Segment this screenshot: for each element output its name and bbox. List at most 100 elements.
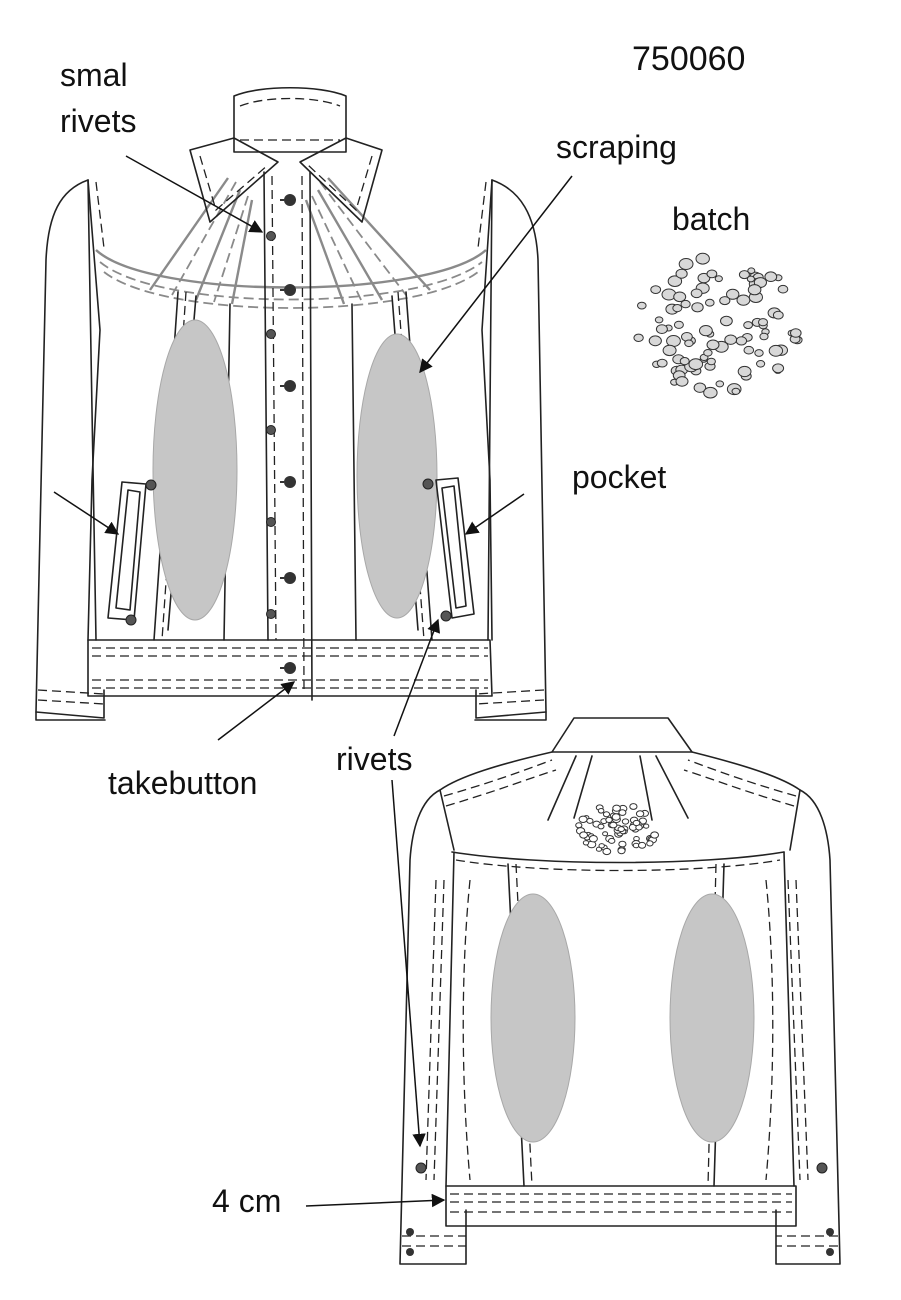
bead — [588, 835, 598, 843]
bead — [656, 358, 668, 368]
bead — [618, 840, 627, 848]
bead — [675, 376, 689, 387]
label-takebutton: takebutton — [108, 765, 257, 801]
bead — [724, 334, 738, 345]
bead — [706, 339, 720, 351]
bead — [737, 365, 752, 378]
batch-bead-cluster — [633, 252, 803, 399]
label-scraping: scraping — [556, 129, 677, 165]
bead — [790, 328, 802, 338]
bead — [747, 284, 762, 296]
bead — [678, 258, 694, 270]
bead — [637, 301, 647, 310]
bead — [662, 344, 677, 357]
bead — [726, 288, 740, 300]
bead — [756, 360, 766, 368]
callout-arrows — [53, 155, 573, 1208]
front-small-rivets — [266, 231, 276, 619]
bead — [691, 302, 704, 313]
bead — [703, 349, 713, 357]
bead — [609, 821, 618, 829]
bead — [605, 816, 613, 824]
back-bead-cluster — [575, 803, 659, 856]
bead — [758, 318, 768, 327]
bead — [578, 815, 588, 823]
bead — [638, 841, 647, 849]
bead — [695, 252, 710, 265]
bead — [699, 325, 713, 337]
bead — [672, 304, 683, 313]
bead — [764, 271, 778, 283]
bead — [675, 268, 688, 279]
bead — [759, 332, 769, 341]
bead — [597, 808, 605, 814]
bead — [602, 847, 612, 856]
bead — [706, 357, 716, 366]
bead — [720, 315, 733, 327]
bead — [673, 320, 684, 329]
bead — [754, 349, 764, 357]
bead — [738, 270, 750, 280]
bead — [706, 269, 718, 279]
bead — [772, 310, 784, 320]
bead — [768, 344, 784, 357]
bead — [602, 831, 609, 837]
bead — [646, 840, 654, 847]
bead — [612, 804, 621, 812]
front-buttons — [280, 194, 296, 674]
bead — [632, 819, 641, 827]
bead — [777, 284, 789, 294]
scraping-left — [152, 319, 238, 621]
bead — [608, 837, 616, 844]
bead — [679, 357, 690, 366]
back-view-jacket — [399, 717, 841, 1265]
bead — [705, 298, 715, 307]
scraping-back-left — [490, 893, 576, 1143]
bead — [621, 818, 630, 825]
bead — [650, 285, 662, 295]
bead — [582, 840, 590, 846]
bead — [618, 809, 627, 816]
bead — [747, 267, 756, 275]
bead — [690, 288, 703, 299]
label-pocket: pocket — [572, 459, 666, 495]
bead — [635, 810, 645, 818]
bead — [650, 831, 659, 839]
bead — [743, 345, 755, 355]
bead — [735, 336, 748, 346]
label-small-rivets-line2: rivets — [60, 103, 136, 139]
bead — [731, 387, 741, 395]
bead — [673, 291, 687, 303]
bead — [719, 296, 731, 306]
bead — [633, 333, 644, 342]
front-view-jacket — [35, 87, 547, 721]
pocket-right — [435, 477, 475, 619]
bead — [602, 811, 611, 818]
style-number: 750060 — [632, 40, 745, 78]
bead — [714, 275, 723, 283]
bead — [667, 275, 683, 288]
bead — [611, 813, 621, 821]
bead — [746, 275, 756, 283]
bead — [598, 843, 605, 849]
bead — [703, 386, 718, 399]
label-rivets: rivets — [336, 741, 412, 777]
bead — [680, 299, 691, 309]
bead — [629, 803, 638, 810]
bead — [684, 339, 694, 348]
bead — [736, 294, 751, 306]
bead — [688, 358, 704, 371]
bead — [655, 324, 668, 335]
bead — [643, 823, 650, 829]
bead — [617, 847, 626, 855]
bead — [654, 316, 664, 324]
scraping-back-right — [669, 893, 755, 1143]
label-small-rivets-line1: smal — [60, 57, 128, 93]
bead — [575, 822, 583, 829]
bead — [743, 321, 753, 330]
label-batch: batch — [672, 201, 750, 237]
label-hem-band: 4 cm — [212, 1183, 281, 1219]
scraping-right — [356, 333, 438, 619]
bead — [772, 363, 785, 374]
